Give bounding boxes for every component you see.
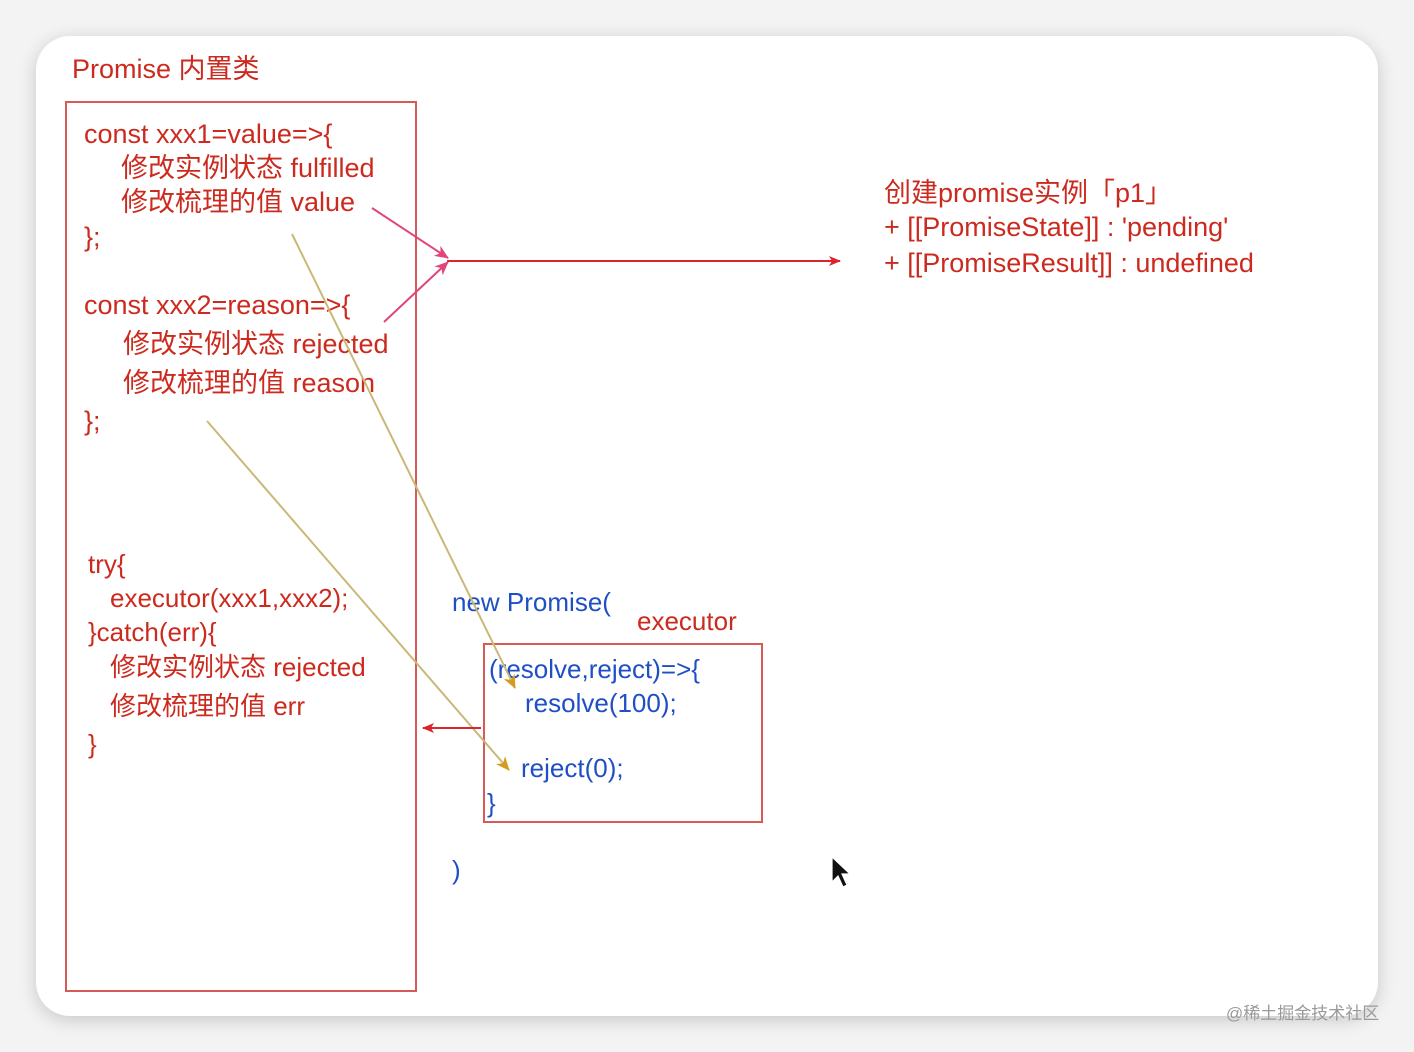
watermark: @稀土掘金技术社区 xyxy=(1226,1004,1380,1023)
diagram-canvas xyxy=(36,36,1378,1016)
try-line-4: 修改实例状态 rejected xyxy=(110,652,366,682)
diagram-title: Promise 内置类 xyxy=(72,54,260,84)
reject-fn-line-4: }; xyxy=(84,406,101,436)
executor-box xyxy=(483,643,763,823)
new-promise-open: new Promise( xyxy=(452,587,611,617)
try-line-2: executor(xxx1,xxx2); xyxy=(110,583,349,613)
try-line-6: } xyxy=(88,729,97,759)
instance-line-2: + [[PromiseState]] : 'pending' xyxy=(884,212,1229,242)
instance-line-3: + [[PromiseResult]] : undefined xyxy=(884,248,1254,278)
promise-class-box xyxy=(65,101,417,992)
mouse-cursor-icon xyxy=(831,855,852,888)
executor-line-1: (resolve,reject)=>{ xyxy=(489,654,700,684)
reject-fn-line-2: 修改实例状态 rejected xyxy=(123,329,389,359)
executor-line-4: } xyxy=(487,788,496,818)
arrow-xxx1-to-resolve xyxy=(291,233,516,689)
arrow-value-to-instance xyxy=(371,207,449,259)
reject-fn-line-1: const xxx2=reason=>{ xyxy=(84,290,351,320)
executor-line-3: reject(0); xyxy=(521,753,624,783)
try-line-1: try{ xyxy=(88,549,126,579)
resolve-fn-line-3: 修改梳理的值 value xyxy=(121,187,356,217)
try-line-5: 修改梳理的值 err xyxy=(110,691,306,721)
resolve-fn-line-1: const xxx1=value=>{ xyxy=(84,119,333,149)
executor-line-2: resolve(100); xyxy=(525,688,677,718)
arrow-xxx2-to-reject xyxy=(206,420,510,771)
instance-line-1: 创建promise实例「p1」 xyxy=(884,178,1173,208)
resolve-fn-line-2: 修改实例状态 fulfilled xyxy=(121,153,375,183)
arrow-reason-to-instance xyxy=(383,261,449,323)
reject-fn-line-3: 修改梳理的值 reason xyxy=(123,368,376,398)
executor-label: executor xyxy=(637,606,737,636)
try-line-3: }catch(err){ xyxy=(88,617,217,647)
resolve-fn-line-4: }; xyxy=(84,222,101,252)
new-promise-close: ) xyxy=(452,855,461,885)
